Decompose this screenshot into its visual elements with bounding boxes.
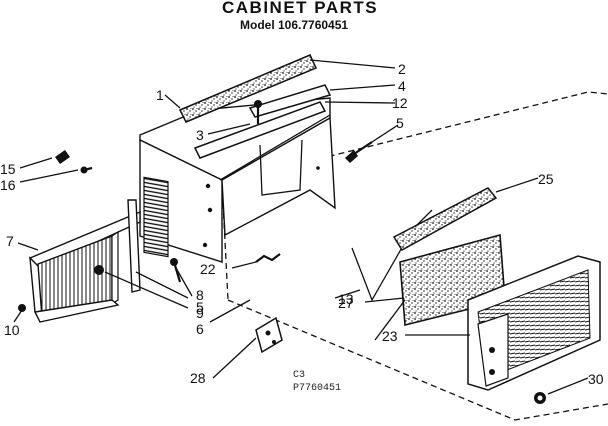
callout-6: 6 xyxy=(196,321,204,337)
knob-part-9 xyxy=(94,265,104,275)
screw-part-16 xyxy=(80,166,93,174)
assembly-boundary-dashed xyxy=(221,91,608,184)
callout-5-upper: 5 xyxy=(396,115,404,131)
knob-part-30 xyxy=(534,392,546,404)
callout-5-lower: 5 xyxy=(196,299,204,315)
callout-28: 28 xyxy=(190,370,206,386)
top-channel-part xyxy=(248,84,332,118)
callout-labels: 1 2 4 12 3 5 15 16 25 7 22 13 5 8 8 27 2… xyxy=(0,61,604,387)
leader-lines xyxy=(13,59,589,395)
mounting-plate-part-28 xyxy=(255,316,283,354)
clip-part-22 xyxy=(255,253,281,263)
drawing-code-line2: P7760451 xyxy=(293,383,342,394)
callout-4: 4 xyxy=(398,78,406,94)
knob-part-10 xyxy=(18,304,26,312)
front-grille-part-23 xyxy=(467,255,601,391)
callout-22: 22 xyxy=(200,261,216,277)
long-strip-part xyxy=(193,101,327,159)
cabinet-shell-part xyxy=(139,97,336,263)
callout-3: 3 xyxy=(196,127,204,143)
screw-part-5-lower xyxy=(170,258,182,283)
callout-30: 30 xyxy=(588,371,604,387)
callout-23: 23 xyxy=(382,328,398,344)
vertical-rod-part xyxy=(127,199,141,293)
callout-10: 10 xyxy=(4,322,20,338)
model-number: Model 106.7760451 xyxy=(240,18,349,32)
callout-16: 16 xyxy=(0,177,16,193)
callout-7: 7 xyxy=(6,233,14,249)
callout-1: 1 xyxy=(156,87,164,103)
wire-bracket-part-13 xyxy=(351,209,433,302)
drawing-code-line1: C3 xyxy=(293,370,306,381)
callout-12: 12 xyxy=(392,95,408,111)
diagram-title: CABINET PARTS xyxy=(222,0,379,17)
callout-25: 25 xyxy=(538,171,554,187)
callout-27-label: 27 xyxy=(338,295,354,311)
top-bar-part-25 xyxy=(392,187,498,252)
callout-15: 15 xyxy=(0,161,16,177)
callout-8-label: 8 xyxy=(196,287,204,303)
bracket-part-15 xyxy=(55,150,70,164)
side-panel-part xyxy=(28,210,141,323)
callout-13: 13 xyxy=(338,291,354,307)
callout-2: 2 xyxy=(398,61,406,77)
top-rail-part xyxy=(178,54,318,123)
assembly-boundary-dashed-lower xyxy=(227,299,608,421)
callout-9: 9 xyxy=(196,305,204,321)
screw-part-5-upper xyxy=(345,141,373,163)
screw-part-3 xyxy=(254,100,262,124)
